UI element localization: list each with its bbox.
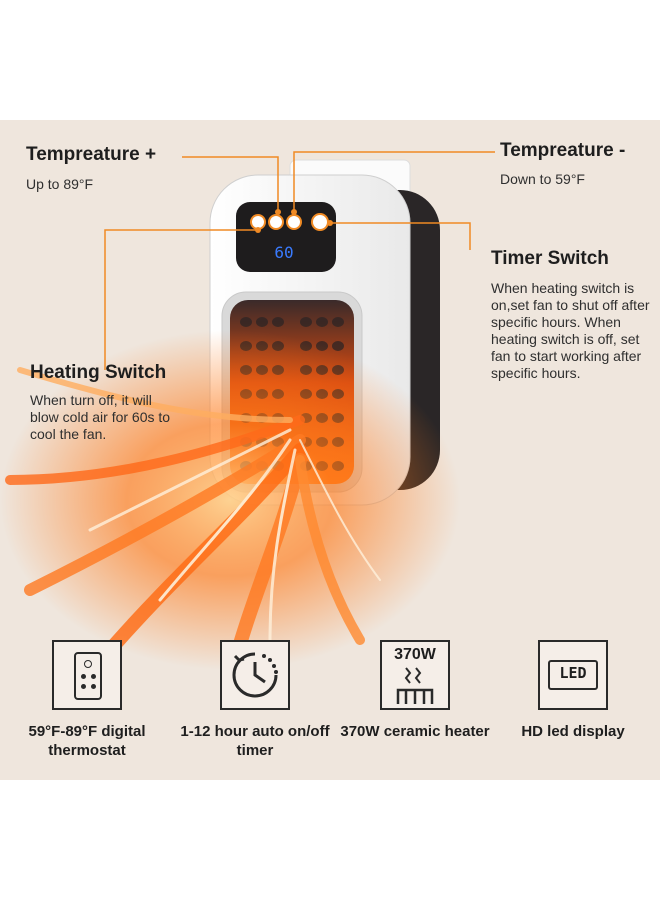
- timer-clock-icon: [220, 640, 290, 710]
- temp-minus-subtitle: Down to 59°F: [500, 171, 585, 187]
- led-readout: 60: [274, 243, 293, 262]
- feature-caption: HD led display: [521, 723, 625, 740]
- temp-minus-title: Tempreature -: [500, 140, 626, 161]
- ceramic-heater-icon: 370W: [380, 640, 450, 710]
- feature-caption: 1-12 hour auto on/off timer: [180, 723, 330, 759]
- feature-caption: 370W ceramic heater: [340, 723, 490, 740]
- led-badge: LED: [559, 664, 587, 682]
- feature-led-display: LED HD led display: [498, 640, 648, 741]
- heater-illustration: 60: [0, 151, 495, 687]
- button-4[interactable]: [311, 213, 329, 231]
- feature-timer: 1-12 hour auto on/off timer: [180, 640, 330, 760]
- button-1[interactable]: [250, 214, 266, 230]
- temp-plus-title: Tempreature +: [26, 144, 157, 165]
- feature-thermostat: 59°F-89°F digital thermostat: [12, 640, 162, 760]
- timer-switch-description: When heating switch is on,set fan to shu…: [491, 280, 650, 381]
- power-badge: 370W: [394, 646, 436, 663]
- feature-caption: 59°F-89°F digital thermostat: [28, 723, 146, 759]
- temp-plus-subtitle: Up to 89°F: [26, 176, 94, 192]
- feature-ceramic-heater: 370W 370W ceramic heater: [340, 640, 490, 741]
- heating-switch-title: Heating Switch: [30, 362, 167, 383]
- led-display-icon: LED: [538, 640, 608, 710]
- timer-switch-title: Timer Switch: [491, 248, 609, 269]
- thermostat-remote-icon: [52, 640, 122, 710]
- heating-switch-description: When turn off, it will blow cold air for…: [30, 392, 171, 442]
- button-2[interactable]: [268, 214, 284, 230]
- product-panel: 60: [0, 120, 660, 780]
- button-3[interactable]: [286, 214, 302, 230]
